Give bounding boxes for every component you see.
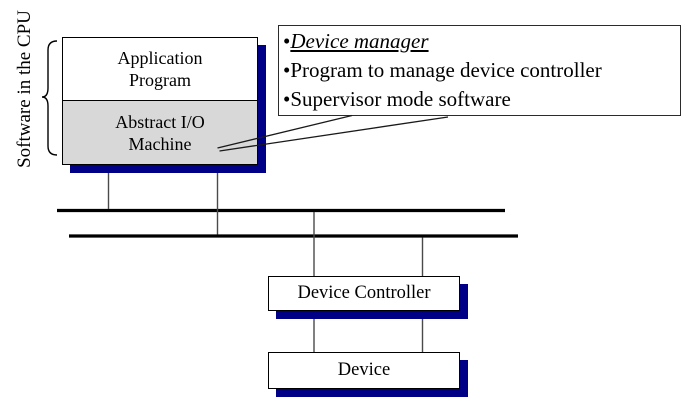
application-program-box: Application Program (63, 38, 257, 100)
callout-line-title: •Device manager (283, 27, 680, 56)
device-controller-label: Device Controller (297, 283, 431, 303)
cpu-software-stack-box: Application Program Abstract I/O Machine (62, 37, 258, 165)
abstract-io-machine-box: Abstract I/O Machine (63, 100, 257, 164)
application-program-label-line2: Program (129, 70, 191, 90)
callout-line-item1: •Program to manage device controller (283, 56, 680, 85)
device-box: Device (268, 352, 460, 389)
callout-title-text: Device manager (290, 29, 429, 53)
device-manager-callout: •Device manager •Program to manage devic… (278, 25, 681, 116)
bullet-icon: • (283, 87, 291, 111)
bullet-icon: • (283, 58, 291, 82)
abstract-io-label-line1: Abstract I/O (115, 111, 205, 132)
left-curly-brace (41, 40, 58, 156)
device-controller-box: Device Controller (268, 276, 460, 311)
bullet-icon: • (283, 29, 291, 53)
application-program-label-line1: Application (117, 48, 203, 68)
abstract-io-label-line2: Machine (128, 133, 192, 154)
callout-item2-text: Supervisor mode software (290, 87, 511, 111)
side-label-software-in-cpu: Software in the CPU (14, 10, 35, 168)
callout-item1-text: Program to manage device controller (290, 58, 602, 82)
callout-line-item2: •Supervisor mode software (283, 85, 680, 114)
device-label: Device (337, 360, 391, 380)
